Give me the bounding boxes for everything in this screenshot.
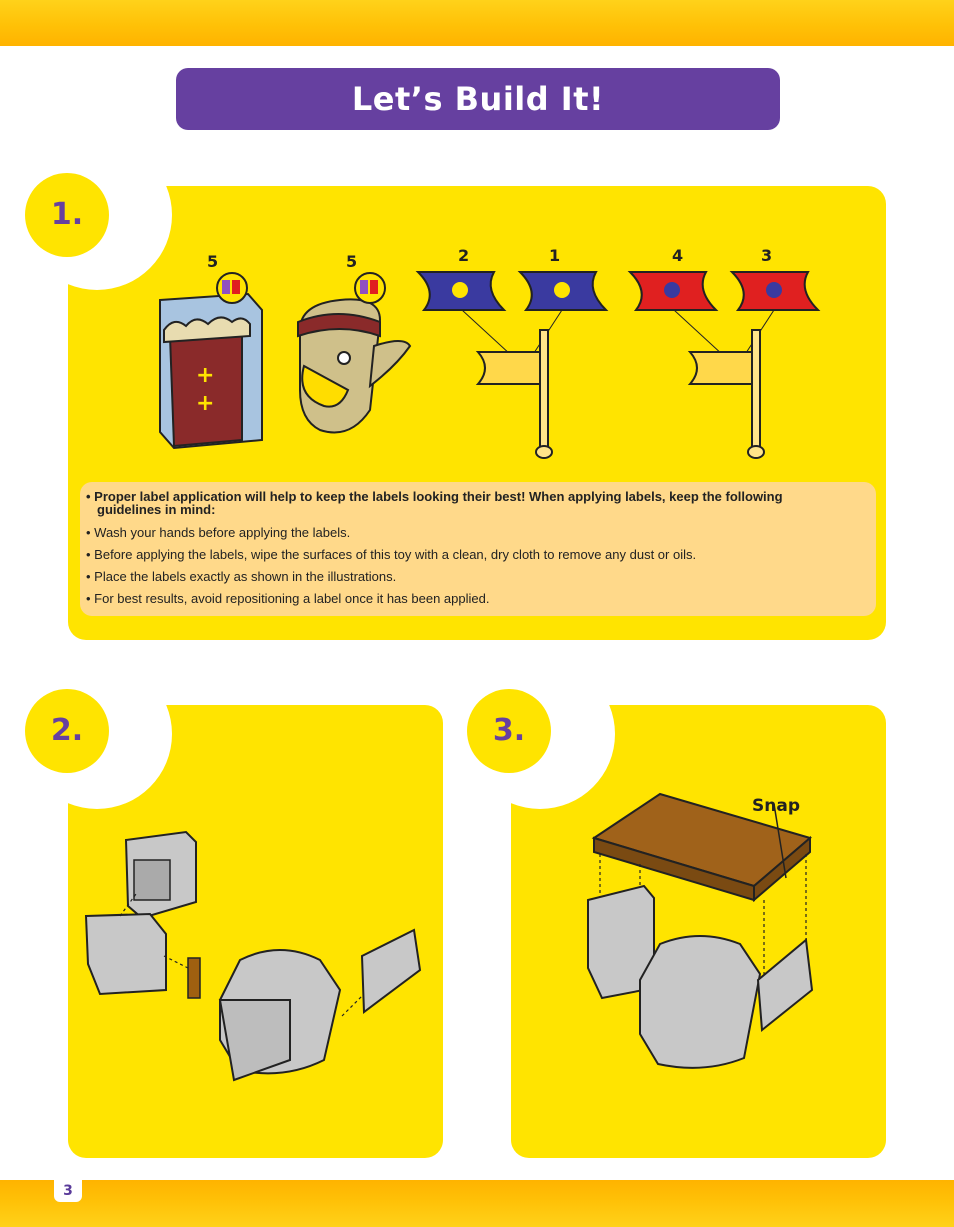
top-decor-band [0,0,954,46]
svg-text:+: + [196,363,214,388]
eagle-head-illustration [297,272,412,434]
tip-line: • Place the labels exactly as shown in t… [86,569,397,584]
tip-line: • Before applying the labels, wipe the s… [86,547,697,562]
label-number: 3 [761,246,773,265]
tip-line: • Wash your hands before applying the la… [86,525,351,540]
tip-line: • Proper label application will help to … [86,489,783,504]
door-illustration: + + [159,272,263,450]
step-3-panel [511,705,886,1158]
blue-flag-pole-illustration [415,271,609,459]
red-flag-pole-illustration [627,271,821,459]
label-tips-box: • Proper label application will help to … [80,482,876,616]
label-number: 2 [458,246,470,265]
step-3-number: 3. [467,689,551,773]
label-number: 5 [346,252,358,271]
page-number: 3 [54,1180,82,1202]
svg-text:+: + [196,391,214,416]
snap-label: Snap [752,796,800,816]
step-1-number: 1. [25,173,109,257]
tip-line: • For best results, avoid repositioning … [86,591,490,606]
roof-snap-assembly-illustration [587,792,814,1069]
bottom-decor-band [0,1180,954,1227]
rock-wall-assembly-illustration [84,830,422,1082]
page-title: Let’s Build It! [176,68,780,130]
label-number: 1 [549,246,561,265]
tip-line: guidelines in mind: [97,502,216,517]
step-2-number: 2. [25,689,109,773]
label-number: 4 [672,246,684,265]
label-number: 5 [207,252,219,271]
